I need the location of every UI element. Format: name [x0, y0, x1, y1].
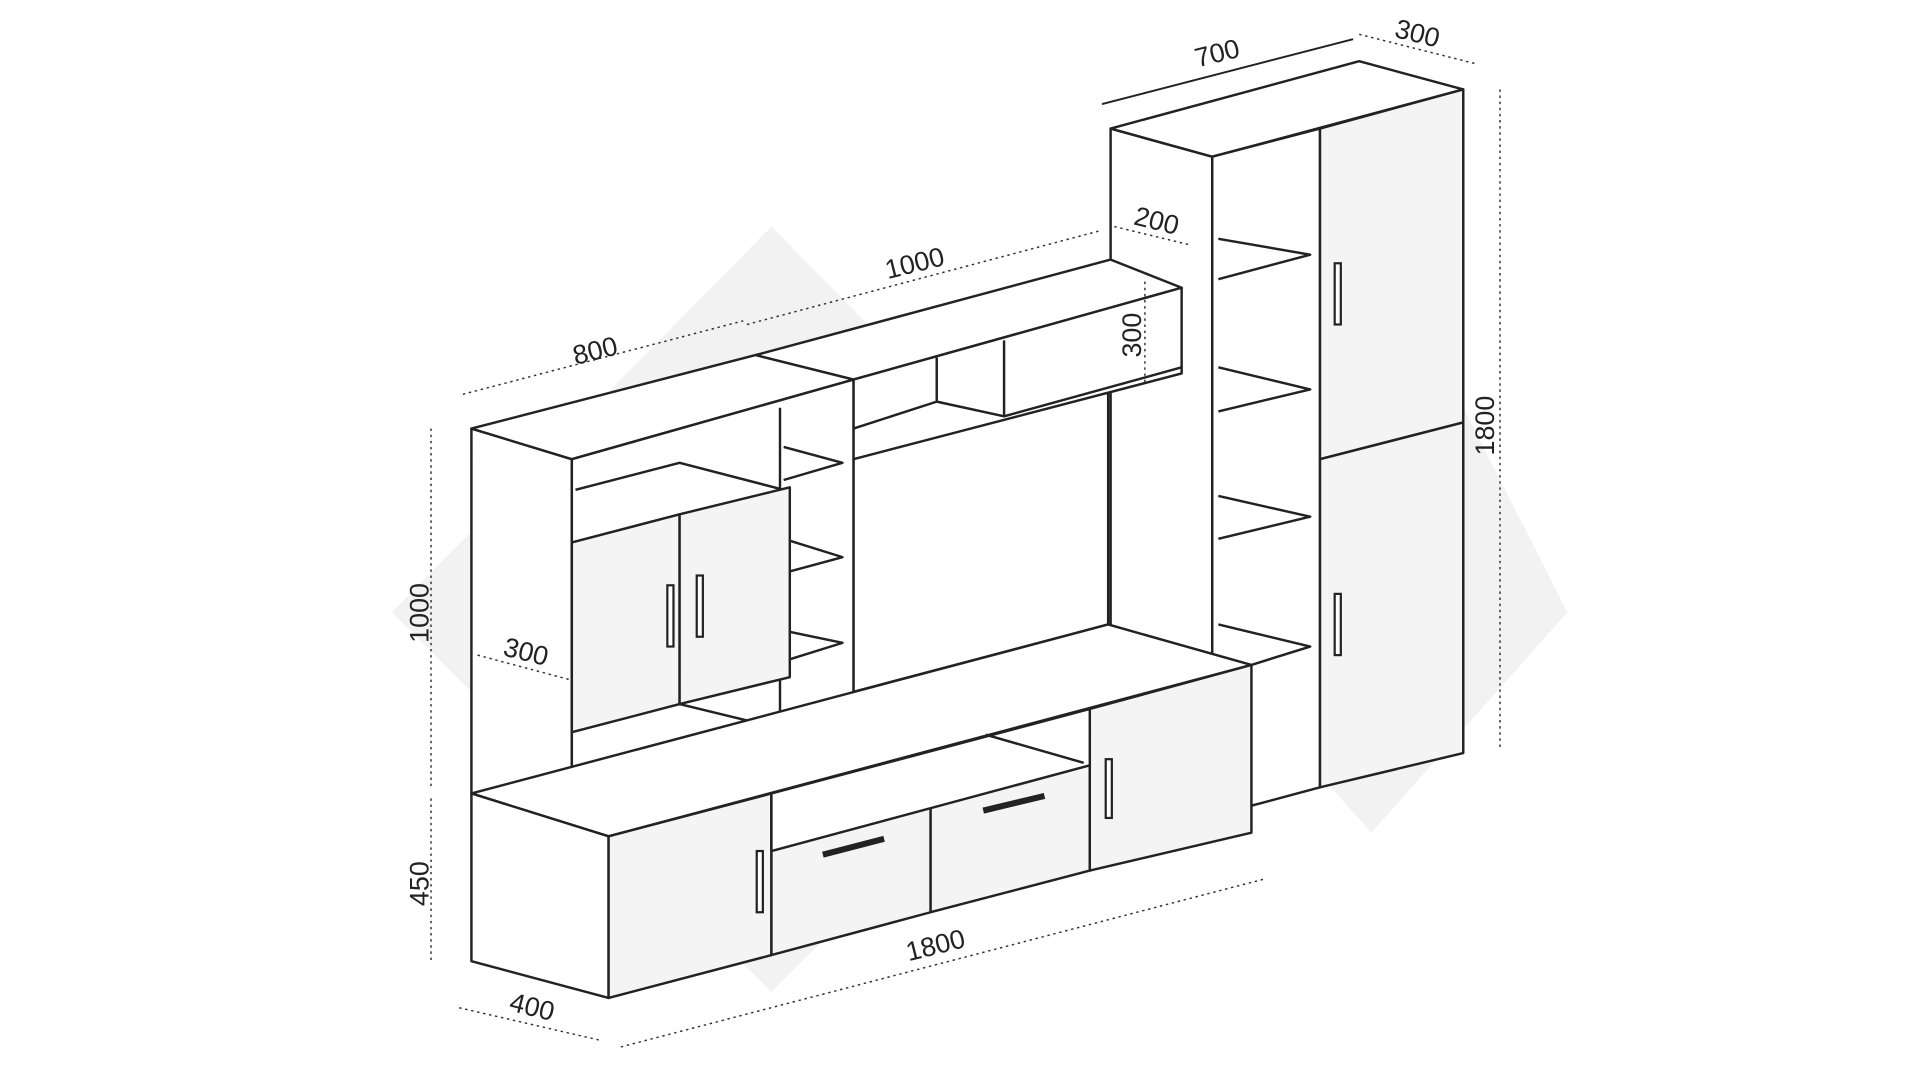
door-handle — [755, 849, 764, 914]
dim-upper-width: 800 — [570, 331, 621, 371]
upper-left-door — [570, 513, 681, 734]
upper-left-cabinet — [470, 353, 855, 820]
dim-shelf-height: 300 — [1117, 313, 1147, 358]
drawer-handle — [822, 835, 885, 858]
door-handle — [666, 584, 675, 648]
dim-base-width: 1800 — [903, 923, 968, 967]
dimension-lines — [430, 33, 1501, 1048]
dim-tall-depth: 300 — [1392, 13, 1443, 53]
base-cabinet — [470, 623, 1253, 1000]
dim-tall-width: 700 — [1192, 33, 1243, 73]
door-handle — [695, 574, 704, 638]
door-handle — [1333, 592, 1342, 657]
dim-base-height: 450 — [405, 861, 435, 906]
open-niche — [770, 707, 1092, 853]
base-right-door — [1088, 663, 1253, 872]
door-handle — [1333, 262, 1342, 326]
dim-upper-height: 1000 — [405, 583, 435, 643]
tall-cabinet — [1109, 60, 1465, 807]
dim-tall-height: 1800 — [1470, 396, 1500, 456]
tall-lower-door — [1318, 421, 1465, 789]
dim-shelf-width: 1000 — [882, 241, 947, 285]
upper-right-door — [678, 486, 792, 706]
drawer-handle — [982, 792, 1046, 814]
door-handle — [1104, 758, 1113, 820]
